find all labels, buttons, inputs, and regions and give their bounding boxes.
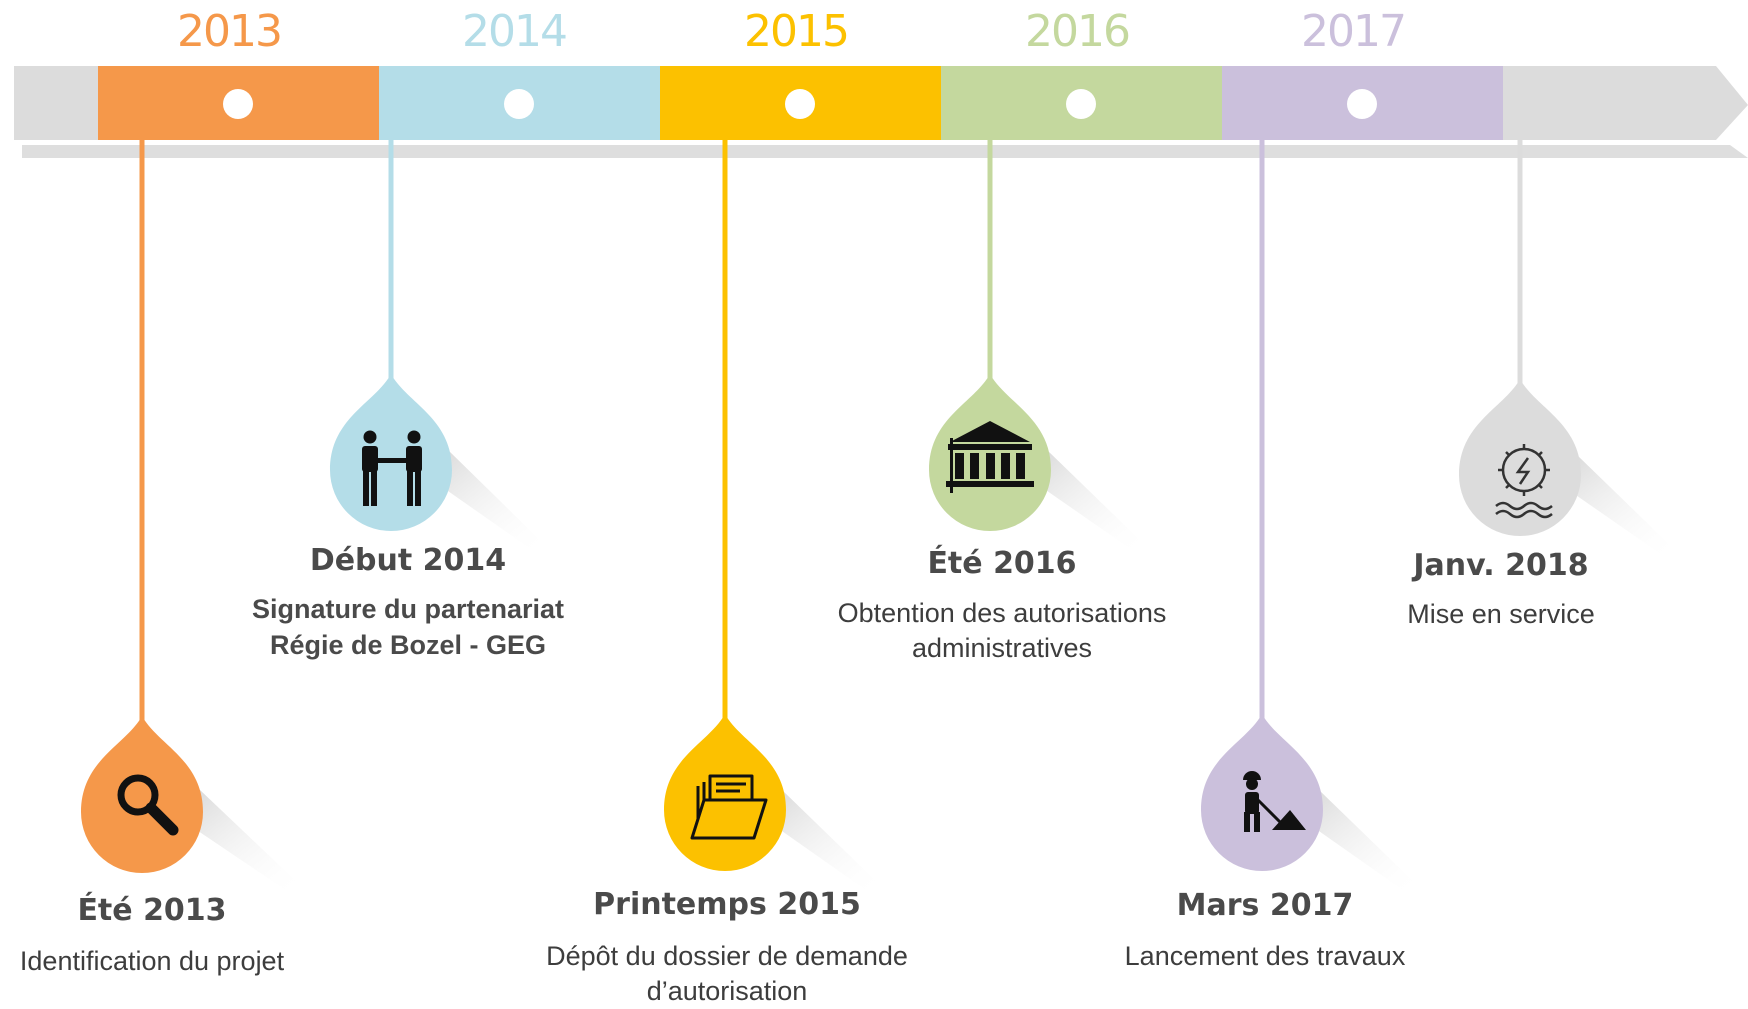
government-building-icon <box>946 421 1034 493</box>
hydro-turbine-icon <box>1495 444 1553 519</box>
milestone-description-line1: Dépôt du dossier de demande <box>546 941 908 971</box>
year-dot <box>223 89 253 119</box>
milestone-description: Identification du projet <box>19 946 285 976</box>
drop-marker-2017 <box>1201 714 1417 893</box>
milestone-date: Été 2016 <box>927 546 1077 581</box>
year-label-2015: 2015 <box>744 6 850 57</box>
milestone-description: Lancement des travaux <box>1124 941 1406 971</box>
milestone-description: Mise en service <box>1407 599 1595 629</box>
milestone-date: Mars 2017 <box>1176 888 1354 923</box>
drop-marker-2014 <box>330 374 545 552</box>
milestone-date: Début 2014 <box>309 543 507 578</box>
milestone-description-line1: Obtention des autorisations <box>837 598 1167 628</box>
drop-marker-2013 <box>80 716 300 893</box>
drop-marker-2016 <box>929 374 1145 552</box>
year-label-2016: 2016 <box>1025 6 1131 57</box>
construction-worker-icon <box>1243 771 1306 832</box>
milestone-date: Janv. 2018 <box>1413 548 1589 583</box>
magnifier-icon <box>117 774 179 836</box>
year-dot <box>1347 89 1377 119</box>
milestone-description-line1: Signature du partenariat <box>251 594 565 624</box>
year-dot <box>504 89 534 119</box>
drop-marker-2015 <box>664 714 880 893</box>
milestone-description-line2: Régie de Bozel - GEG <box>269 630 547 660</box>
year-label-2014: 2014 <box>462 6 568 57</box>
year-dot <box>785 89 815 119</box>
handshake-people-icon <box>362 430 422 506</box>
arrow-shadow <box>22 145 1748 158</box>
milestone-date: Été 2013 <box>77 893 227 928</box>
milestone-description-line2: administratives <box>911 633 1093 663</box>
year-label-2013: 2013 <box>177 6 283 57</box>
year-label-2017: 2017 <box>1301 6 1407 57</box>
milestone-description-line2: d’autorisation <box>646 976 808 1006</box>
folder-documents-icon <box>690 774 768 840</box>
drop-marker-2018 <box>1459 379 1675 557</box>
milestone-date: Printemps 2015 <box>593 887 861 922</box>
year-dot <box>1066 89 1096 119</box>
